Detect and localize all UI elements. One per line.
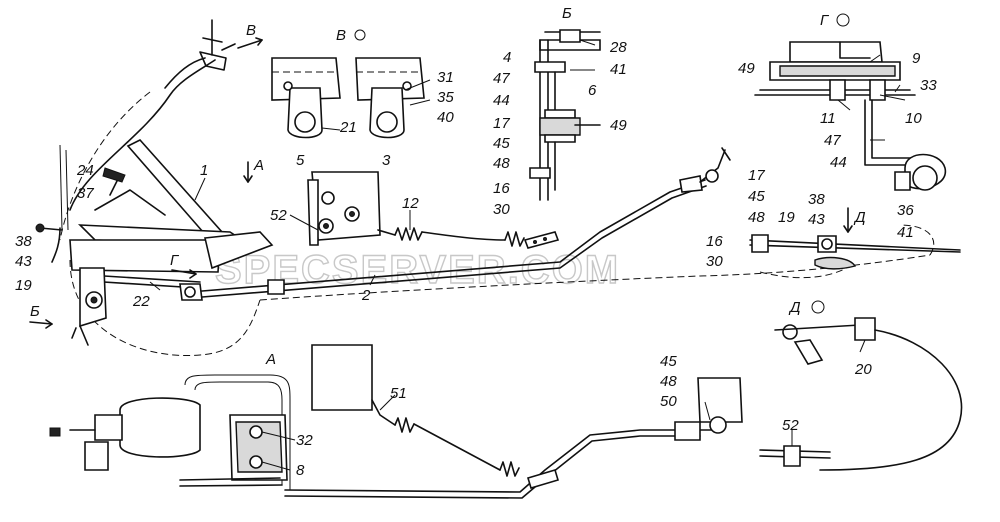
view-g-title: Г	[820, 12, 830, 29]
view-d-circle-icon	[811, 300, 825, 314]
view-v-brackets	[271, 57, 425, 139]
callout-17b: 17	[748, 167, 765, 184]
view-d-title: Д	[788, 299, 801, 316]
callout-50: 50	[660, 393, 677, 410]
view-b-assembly	[529, 29, 601, 201]
view-v-arrow-label: В	[246, 22, 256, 39]
callout-16a: 16	[493, 180, 510, 197]
callout-8: 8	[296, 462, 305, 479]
callout-2: 2	[361, 287, 371, 304]
callout-17a: 17	[493, 115, 510, 132]
callout-41a: 41	[610, 61, 627, 78]
callout-45b: 45	[748, 188, 765, 205]
callout-45a: 45	[493, 135, 510, 152]
view-d-assembly	[759, 317, 963, 471]
callout-48a: 48	[493, 155, 510, 172]
callout-22: 22	[132, 293, 150, 310]
callout-28: 28	[609, 39, 627, 56]
callout-49a: 49	[610, 117, 627, 134]
callout-48c: 48	[660, 373, 677, 390]
view-d-arrow-label: Д	[853, 209, 866, 226]
callout-44a: 44	[493, 92, 510, 109]
view-a-arrow-label: А	[253, 157, 264, 174]
view-v-title: В	[336, 27, 346, 44]
callout-30a: 30	[493, 201, 510, 218]
callout-31: 31	[437, 69, 454, 86]
callout-16b: 16	[706, 233, 723, 250]
callout-20: 20	[854, 361, 872, 378]
right-cable	[749, 234, 961, 270]
callout-52a: 52	[270, 207, 287, 224]
callout-43b: 43	[808, 211, 825, 228]
callout-12: 12	[402, 195, 419, 212]
callout-19b: 19	[778, 209, 795, 226]
view-a-title: А	[265, 351, 276, 368]
callout-47b: 47	[824, 132, 841, 149]
view-b-arrow-label: Б	[30, 303, 40, 320]
callout-21: 21	[339, 119, 357, 136]
callout-33: 33	[920, 77, 937, 94]
callout-35: 35	[437, 89, 454, 106]
view-b-title: Б	[562, 5, 572, 22]
view-g-arrow-label: Г	[170, 252, 180, 269]
callout-10: 10	[905, 110, 922, 127]
callout-9: 9	[912, 50, 921, 67]
view-v-circle-icon	[354, 29, 366, 41]
callout-36: 36	[897, 202, 914, 219]
callout-19a: 19	[15, 277, 32, 294]
callout-44b: 44	[830, 154, 847, 171]
callout-1: 1	[200, 162, 208, 179]
view-g-circle-icon	[836, 13, 850, 27]
cable-upper-left	[59, 19, 236, 231]
callout-32: 32	[296, 432, 313, 449]
rod-22	[71, 267, 201, 346]
view-arrows	[29, 37, 853, 329]
callout-38b: 38	[808, 191, 825, 208]
callout-6: 6	[588, 82, 597, 99]
callout-43a: 43	[15, 253, 32, 270]
callout-45c: 45	[660, 353, 677, 370]
callout-24: 24	[76, 162, 94, 179]
callout-4: 4	[503, 49, 511, 66]
callout-5: 5	[296, 152, 305, 169]
callout-37: 37	[77, 185, 94, 202]
callout-48b: 48	[748, 209, 765, 226]
view-g-assembly	[754, 41, 946, 191]
callout-41b: 41	[897, 224, 914, 241]
central-bracket	[307, 171, 525, 247]
callout-49b: 49	[738, 60, 755, 77]
callout-47a: 47	[493, 70, 510, 87]
pedal-assembly	[35, 139, 274, 273]
callout-30b: 30	[706, 253, 723, 270]
leader-lines	[149, 39, 906, 471]
view-a-assembly	[49, 344, 743, 499]
callout-38a: 38	[15, 233, 32, 250]
callout-52b: 52	[782, 417, 799, 434]
callout-40: 40	[437, 109, 454, 126]
callout-3: 3	[382, 152, 391, 169]
rod-2	[179, 147, 731, 301]
callout-51: 51	[390, 385, 407, 402]
callout-11: 11	[820, 110, 836, 127]
